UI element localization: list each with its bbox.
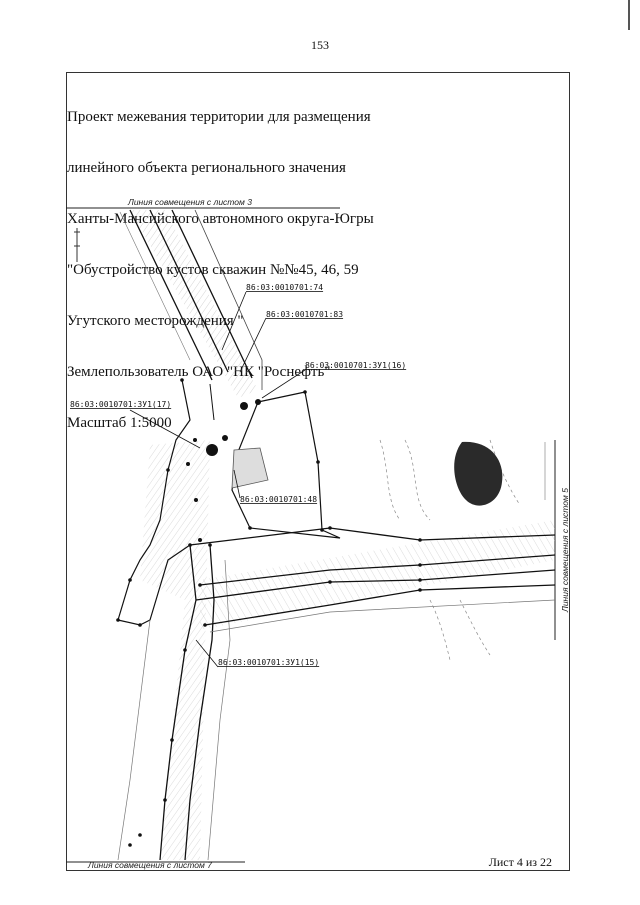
survey-point-cluster (186, 399, 261, 542)
north-arrow-icon (74, 228, 80, 262)
corridor-hatch-upper (130, 210, 258, 398)
parcel-48 (231, 447, 269, 489)
road-edge (184, 544, 215, 861)
corridor-hatch-main (140, 440, 210, 860)
sheet-counter: Лист 4 из 22 (488, 855, 552, 869)
parcel-label: 86:03:0010701:48 (240, 495, 317, 504)
road-edge (204, 584, 556, 626)
road-edge (159, 544, 197, 861)
title-line: линейного объекта регионального значения (67, 160, 346, 176)
boundary-line (207, 559, 231, 861)
parcel-label: 86:03:0010701:ЗУ1(17) (70, 400, 171, 409)
boundary-line (119, 211, 191, 361)
parcel-label: 86:03:0010701:83 (266, 310, 343, 319)
page-number: 153 (311, 38, 329, 52)
road-edge (199, 554, 556, 586)
boundary-line (209, 383, 215, 421)
road-edge (189, 527, 556, 546)
title-line: "Обустройство кустов скважин №№45, 46, 5… (67, 262, 359, 278)
parcel-label: 86:03:0010701:ЗУ1(15) (218, 658, 319, 667)
top-seam-label: Линия совмещения с листом 3 (127, 197, 252, 207)
boundary-line (194, 209, 263, 390)
bottom-seam-label: Линия совмещения с листом 7 (87, 860, 212, 870)
page-edge-mark (628, 0, 630, 30)
road-edge (195, 569, 556, 601)
boundary-line (209, 599, 556, 633)
title-block: Проект межевания территории для размещен… (67, 75, 374, 449)
terrain-contours (379, 439, 521, 661)
right-seam-label: Линия совмещения с листом 5 (560, 488, 570, 613)
title-line: Землепользователь ОАО "НК "Роснефть" (67, 364, 331, 380)
road-edge (149, 209, 229, 373)
road-edge (129, 209, 213, 381)
parcel-label: 86:03:0010701:ЗУ1(16) (305, 361, 406, 370)
corridor-hatch-horizontal (200, 520, 555, 630)
leader-lines (129, 291, 306, 668)
scale-line: Масштаб 1:5000 (67, 415, 172, 431)
marsh-area (454, 441, 503, 506)
parcel-label: 86:03:0010701:74 (246, 283, 323, 292)
road-edge (171, 209, 253, 379)
drawing-frame (66, 72, 570, 871)
boundary-line (117, 619, 151, 861)
title-line: Проект межевания территории для размещен… (67, 109, 371, 125)
survey-points (116, 378, 422, 847)
